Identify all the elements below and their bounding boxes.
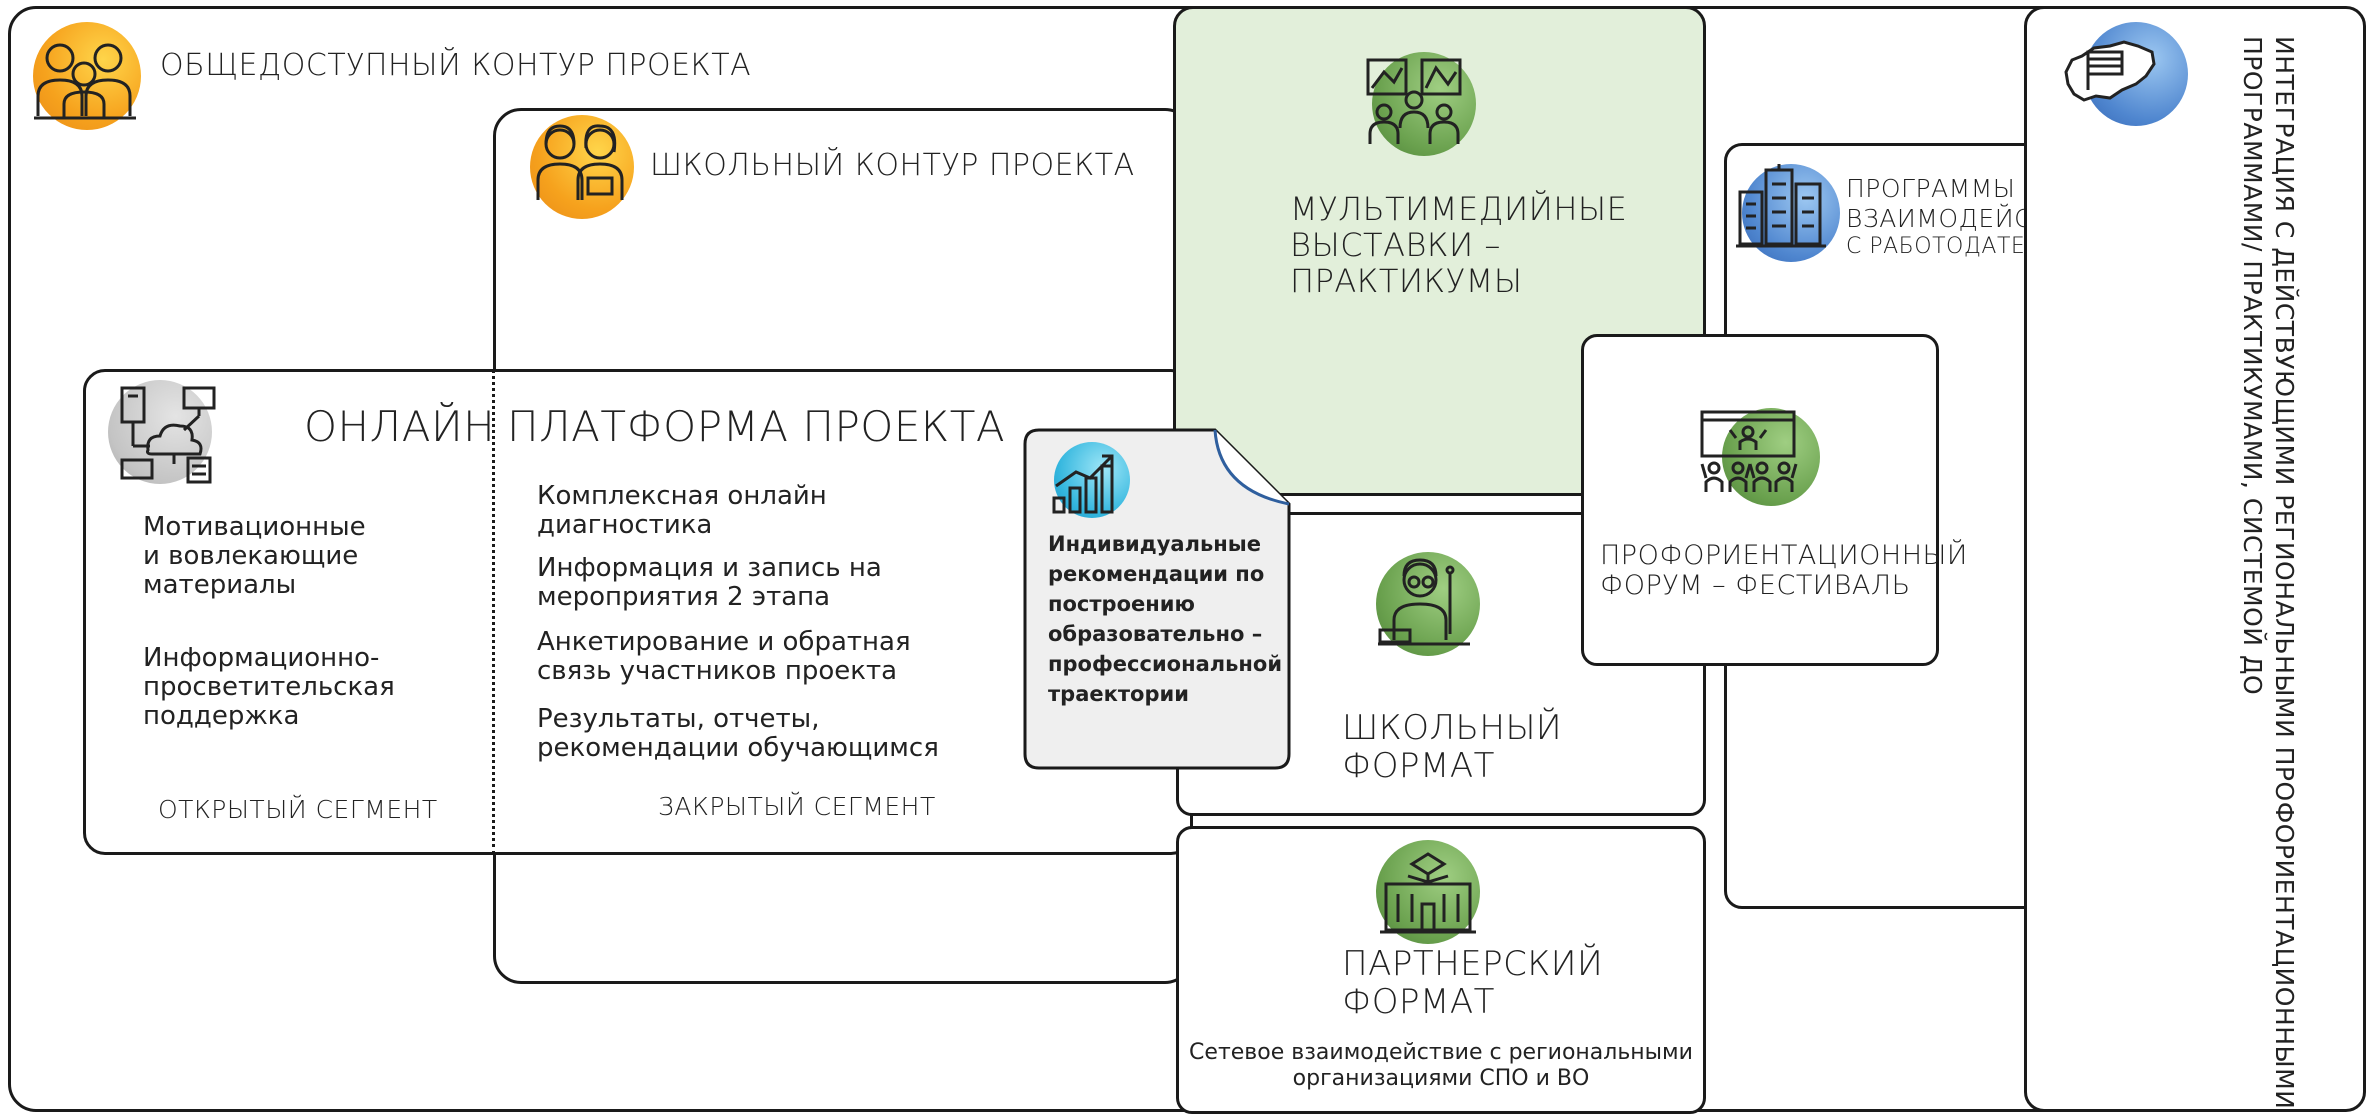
- online-platform-title-right: ПЛАТФОРМА ПРОЕКТА: [507, 402, 1006, 451]
- public-contour-title: ОБЩЕДОСТУПНЫЙ КОНТУР ПРОЕКТА: [160, 48, 752, 83]
- partner-format-desc-line: Сетевое взаимодействие с региональными: [1189, 1040, 1693, 1065]
- integration-box: [2024, 6, 2366, 1112]
- closed-item-line: Комплексная онлайн: [537, 481, 827, 511]
- growth-chart-icon: [1052, 454, 1114, 514]
- segment-divider: [492, 369, 495, 855]
- open-item-line: материалы: [143, 570, 297, 600]
- network-computers-icon: [120, 386, 216, 484]
- recommendations-line: профессиональной: [1048, 652, 1283, 676]
- open-item-line: поддержка: [143, 701, 300, 731]
- closed-item-line: мероприятия 2 этапа: [537, 582, 831, 612]
- open-item-line: просветительская: [143, 672, 395, 702]
- recommendations-line: образовательно –: [1048, 622, 1263, 646]
- online-platform-title-left: ОНЛАЙН: [304, 402, 496, 451]
- teacher-icon: [1378, 558, 1470, 646]
- recommendations-line: построению: [1048, 592, 1195, 616]
- integration-line: ПРОГРАММАМИ/ ПРАКТИКУМАМИ, СИСТЕМОЙ ДО: [2238, 36, 2267, 696]
- closed-item-line: диагностика: [537, 510, 713, 540]
- open-segment-label: ОТКРЫТЫЙ СЕГМЕНТ: [158, 795, 438, 824]
- employers-title-line: ПРОГРАММЫ: [1846, 174, 2016, 203]
- stage-audience-icon: [1700, 410, 1798, 492]
- russia-map-flag-icon: [2064, 40, 2156, 102]
- school-format-title-line: ШКОЛЬНЫЙ: [1342, 708, 1563, 748]
- closed-item-line: Информация и запись на: [537, 553, 882, 583]
- school-format-title-line: ФОРМАТ: [1342, 746, 1495, 786]
- partner-format-title-line: ПАРТНЕРСКИЙ: [1342, 944, 1604, 984]
- city-buildings-icon: [1736, 164, 1826, 248]
- recommendations-line: Индивидуальные: [1048, 532, 1261, 556]
- multimedia-title-line: ВЫСТАВКИ –: [1290, 226, 1501, 264]
- partner-format-desc-line: организациями СПО и ВО: [1292, 1066, 1590, 1091]
- people-group-icon: [34, 43, 136, 120]
- closed-item-line: Анкетирование и обратная: [537, 627, 911, 657]
- forum-title-line: ПРОФОРИЕНТАЦИОННЫЙ: [1600, 540, 1968, 571]
- closed-item-line: связь участников проекта: [537, 656, 898, 686]
- partner-format-title-line: ФОРМАТ: [1342, 982, 1495, 1022]
- online-platform-frame: [83, 369, 1193, 855]
- closed-segment-label: ЗАКРЫТЫЙ СЕГМЕНТ: [658, 792, 936, 821]
- multimedia-title-line: МУЛЬТИМЕДИЙНЫЕ: [1290, 190, 1628, 228]
- forum-title-line: ФОРУМ – ФЕСТИВАЛЬ: [1600, 570, 1911, 601]
- open-item-line: Информационно-: [143, 643, 380, 673]
- recommendations-line: рекомендации по: [1048, 562, 1265, 586]
- open-item-line: и вовлекающие: [143, 541, 359, 571]
- closed-item-line: Результаты, отчеты,: [537, 704, 820, 734]
- recommendations-line: траектории: [1048, 682, 1189, 706]
- integration-vertical-text: ИНТЕГРАЦИЯ С ДЕЙСТВУЮЩИМИ РЕГИОНАЛЬНЫМИ …: [2236, 36, 2300, 1109]
- schoolchildren-icon: [536, 124, 624, 200]
- integration-line: ИНТЕГРАЦИЯ С ДЕЙСТВУЮЩИМИ РЕГИОНАЛЬНЫМИ …: [2270, 36, 2299, 1110]
- closed-item-line: рекомендации обучающимся: [537, 733, 939, 763]
- open-item-line: Мотивационные: [143, 512, 366, 542]
- school-contour-title: ШКОЛЬНЫЙ КОНТУР ПРОЕКТА: [650, 148, 1135, 183]
- multimedia-title-line: ПРАКТИКУМЫ: [1290, 262, 1523, 300]
- exhibition-icon: [1366, 58, 1462, 144]
- partner-format-icon-circle: [1376, 840, 1480, 944]
- university-building-icon: [1380, 852, 1476, 934]
